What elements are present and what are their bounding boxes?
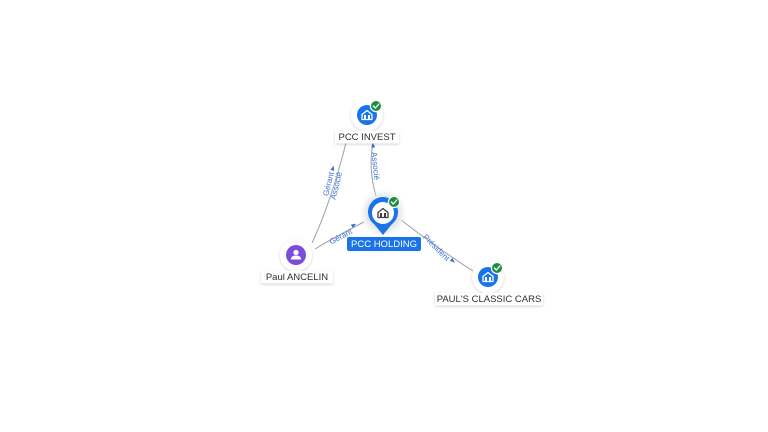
edge-line <box>314 221 365 250</box>
node-label: PCC INVEST <box>338 132 395 143</box>
edge-arrow-icon <box>371 142 376 148</box>
building-icon <box>377 207 389 219</box>
edge-label: GérantAssocié <box>321 169 344 201</box>
edge-arrow-icon <box>350 223 357 228</box>
node-pcc-invest[interactable]: PCC INVEST <box>335 99 399 144</box>
building-icon <box>361 109 373 121</box>
edge-line <box>311 142 347 244</box>
node-pauls-classic-cars[interactable]: PAUL'S CLASSIC CARS <box>435 261 543 306</box>
node-label-bg <box>335 130 399 144</box>
node-label: Paul ANCELIN <box>266 272 328 283</box>
node-label: PCC HOLDING <box>351 239 417 250</box>
verified-check-icon <box>490 261 504 275</box>
edge-label: Associé <box>369 152 381 181</box>
edge-line <box>400 219 474 272</box>
building-icon <box>482 271 494 283</box>
edge-arrow-icon <box>449 257 455 263</box>
verified-check-icon <box>369 99 383 113</box>
edge-label: Président <box>421 233 452 264</box>
node-label-bg <box>435 292 543 306</box>
edge-arrow-icon <box>330 165 335 171</box>
node-inner <box>372 202 394 224</box>
node-label-bg <box>261 270 333 284</box>
nodes-layer: PCC HOLDING PCC INVEST PAUL'S CLASSIC CARS… <box>261 99 543 306</box>
person-icon <box>291 249 301 260</box>
node-label-bg <box>347 237 421 251</box>
edge-paul-invest[interactable]: GérantAssocié <box>311 142 347 244</box>
node-label: PAUL'S CLASSIC CARS <box>437 294 542 305</box>
node-paul-ancelin[interactable]: Paul ANCELIN <box>261 239 333 284</box>
node-pcc-holding[interactable]: PCC HOLDING <box>347 189 421 251</box>
edge-holding-invest[interactable]: Associé <box>369 142 381 197</box>
verified-check-icon <box>387 195 401 209</box>
